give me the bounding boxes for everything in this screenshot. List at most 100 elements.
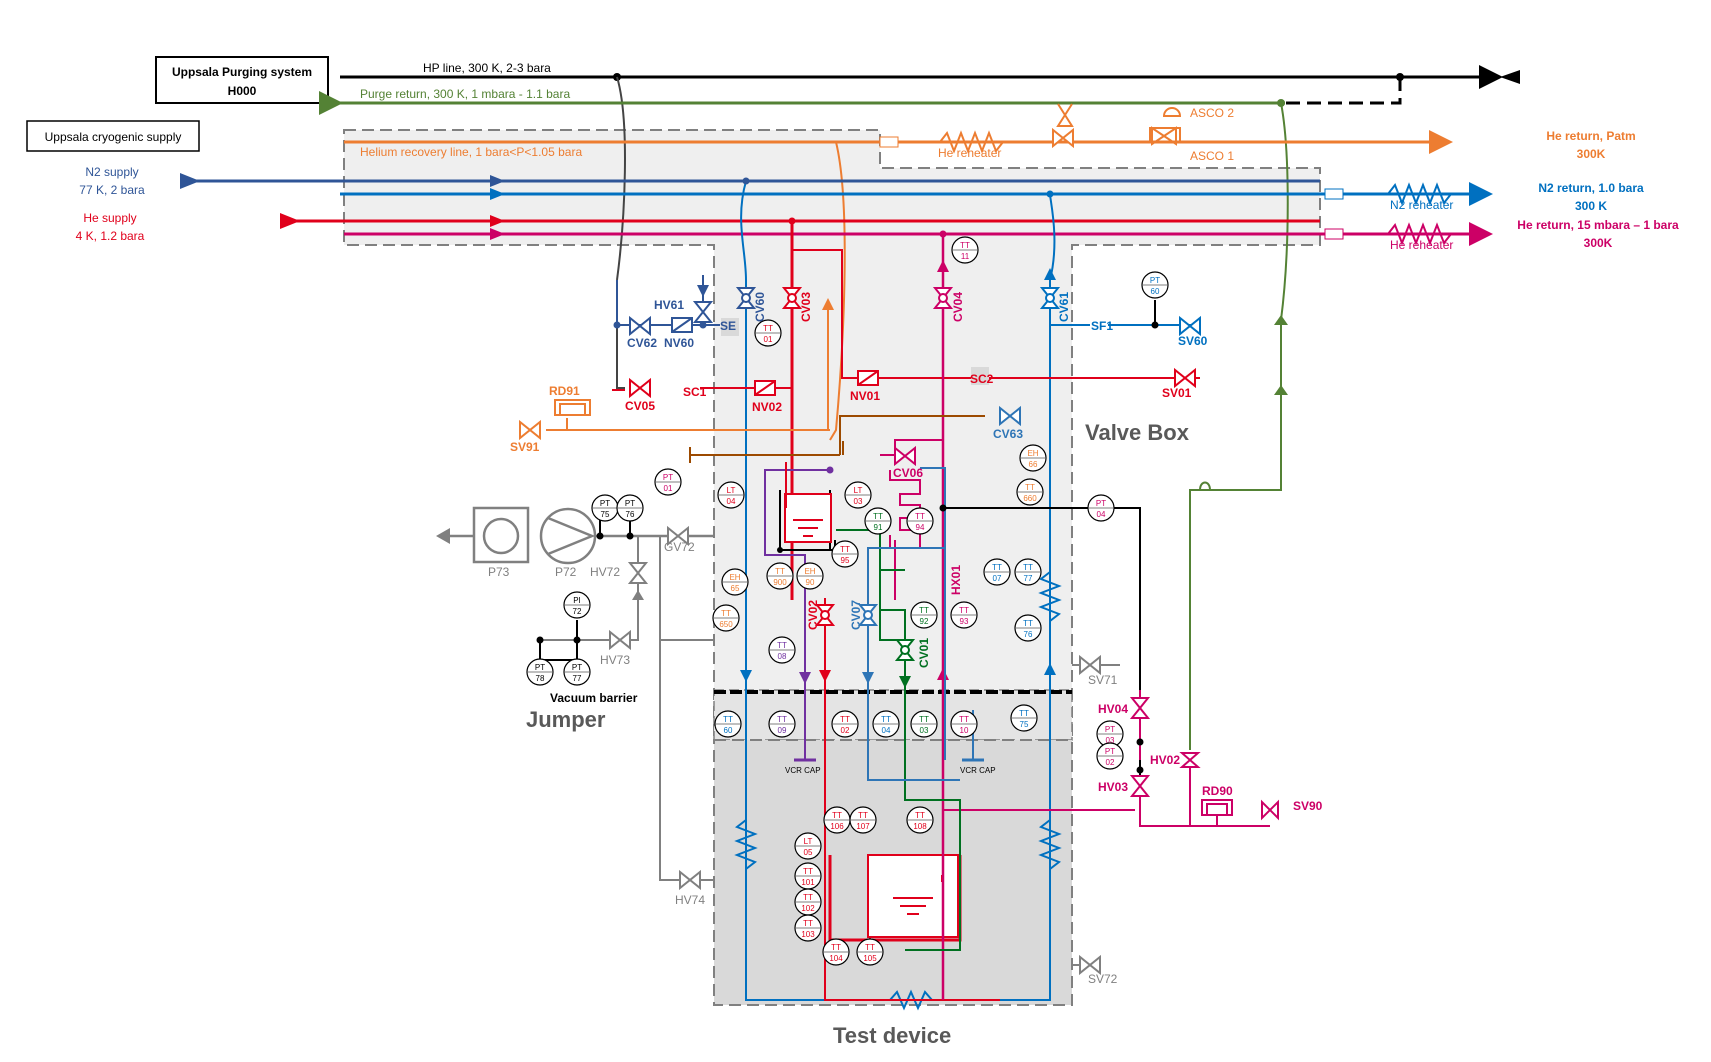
n2-return-label: N2 return, 1.0 bara [1538,181,1644,195]
instrument-number: 105 [863,954,877,963]
instrument-type: TT [763,324,773,333]
instrument-number: 650 [719,620,733,629]
instrument-number: 75 [601,510,610,519]
hv74-label: HV74 [675,893,705,907]
instrument-number: 900 [773,578,787,587]
purging-system-code: H000 [228,84,257,98]
instrument-number: 77 [1024,574,1033,583]
instrument-number: 95 [841,556,850,565]
sc1-label: SC1 [683,385,707,399]
instrument-tt01: TT 01 [754,319,782,347]
instrument-number: 02 [841,726,850,735]
instrument-tt102: TT 102 [794,888,822,916]
instrument-number: 03 [1106,736,1115,745]
hx01-label: HX01 [949,565,963,595]
instrument-type: PT [625,499,635,508]
he-return-patm-temp: 300K [1577,147,1606,161]
instrument-type: TT [1023,563,1033,572]
he-supply-label: He supply [83,211,136,225]
instrument-number: 02 [1106,758,1115,767]
vcr-cap-2-label: VCR CAP [960,766,996,775]
hv04-label: HV04 [1098,702,1128,716]
he-return-15mbar-temp: 300K [1584,236,1613,250]
nv02-label: NV02 [752,400,782,414]
valve-symbols [519,127,1279,976]
se-label: SE [720,319,736,333]
p73-label: P73 [488,565,510,579]
hv73-label: HV73 [600,653,630,667]
he-return-15mbar-label: He return, 15 mbara – 1 bara [1517,218,1679,232]
rd91-label: RD91 [549,384,580,398]
instrument-number: 60 [724,726,733,735]
instrument-type: PI [573,596,581,605]
instrument-number: 104 [829,954,843,963]
instrument-number: 07 [993,574,1002,583]
cv01-label: CV01 [917,638,931,668]
instrument-type: PT [1096,499,1106,508]
instrument-number: 106 [830,822,844,831]
instrument-type: EH [729,573,740,582]
instrument-number: 76 [1024,630,1033,639]
instrument-type: TT [803,867,813,876]
test-device-title: Test device [833,1023,951,1048]
instrument-type: TT [959,606,969,615]
sv60-label: SV60 [1178,334,1208,348]
instrument-type: TT [803,893,813,902]
instrument-type: TT [959,715,969,724]
cryo-supply-box: Uppsala cryogenic supply [26,120,200,152]
instrument-type: TT [1025,483,1035,492]
valve-box-title: Valve Box [1085,420,1190,445]
instrument-type: EH [804,567,815,576]
helium-recovery-line: Helium recovery line, 1 bara<P<1.05 bara… [344,130,1453,441]
instrument-type: PT [535,663,545,672]
instrument-number: 66 [1029,460,1038,469]
instrument-number: 04 [882,726,891,735]
instrument-type: PT [1105,725,1115,734]
instrument-type: TT [915,512,925,521]
he-supply-line [280,213,1320,240]
he-return-patm-label: He return, Patm [1546,129,1635,143]
instrument-type: PT [1105,747,1115,756]
he-supply-conditions: 4 K, 1.2 bara [76,229,145,243]
instrument-type: TT [1019,709,1029,718]
instrument-type: LT [727,486,736,495]
purge-return-label: Purge return, 300 K, 1 mbara - 1.1 bara [360,87,570,101]
sv91-label: SV91 [510,440,540,454]
cv63-label: CV63 [993,427,1023,441]
hp-line-label: HP line, 300 K, 2-3 bara [423,61,551,75]
instrument-number: 102 [801,904,815,913]
helium-recovery-label: Helium recovery line, 1 bara<P<1.05 bara [360,145,582,159]
cv04-label: CV04 [951,292,965,322]
instrument-number: 03 [920,726,929,735]
asco2-label: ASCO 2 [1190,106,1234,120]
instrument-number: 76 [626,510,635,519]
instrument-number: 94 [916,523,925,532]
instrument-number: 01 [764,335,773,344]
p72-label: P72 [555,565,577,579]
hv72-label: HV72 [590,565,620,579]
purge-return-line: Purge return, 300 K, 1 mbara - 1.1 bara [319,87,1289,750]
instrument-type: TT [919,606,929,615]
cv03-label: CV03 [799,292,813,322]
instrument-type: TT [777,641,787,650]
cv06-label: CV06 [893,466,923,480]
